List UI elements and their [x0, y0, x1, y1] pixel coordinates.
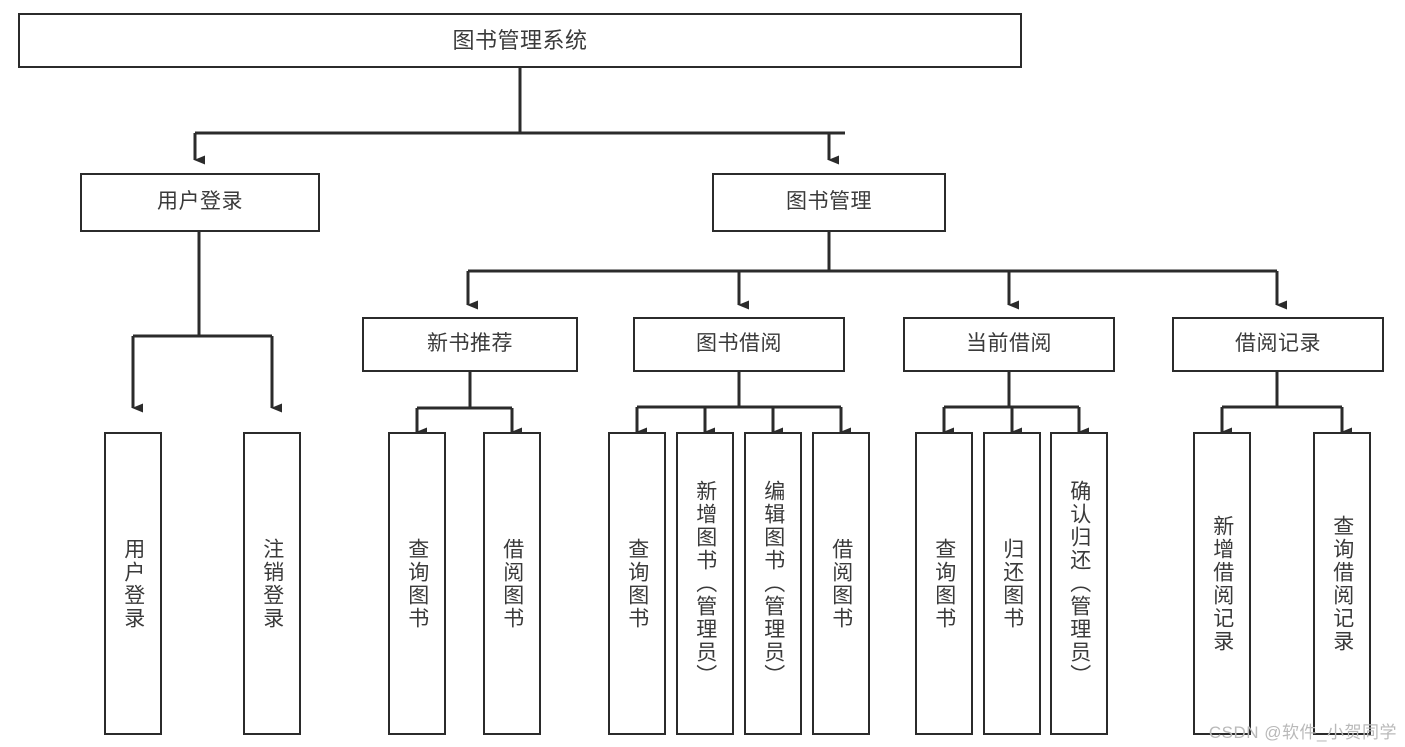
node-label: 查询图书	[625, 537, 649, 630]
node-label: 查询图书	[405, 537, 429, 630]
leaf-current-confirm-return-admin[interactable]: 确认归还（管理员）	[1050, 432, 1108, 735]
leaf-borrow-query-book[interactable]: 查询图书	[608, 432, 666, 735]
leaf-record-query-record[interactable]: 查询借阅记录	[1313, 432, 1371, 735]
node-borrowing-record[interactable]: 借阅记录	[1172, 317, 1384, 372]
leaf-new-book-query[interactable]: 查询图书	[388, 432, 446, 735]
watermark-text: CSDN @软件_小贺同学	[1208, 723, 1397, 742]
node-label: 查询借阅记录	[1330, 514, 1354, 653]
node-root-book-management-system[interactable]: 图书管理系统	[18, 13, 1022, 68]
leaf-current-return-book[interactable]: 归还图书	[983, 432, 1041, 735]
node-label: 图书借阅	[696, 332, 782, 356]
node-label: 编辑图书（管理员）	[761, 480, 785, 687]
node-label: 图书管理系统	[452, 27, 588, 53]
node-book-management[interactable]: 图书管理	[712, 173, 946, 232]
node-label: 归还图书	[1000, 537, 1024, 630]
node-label: 新书推荐	[427, 332, 513, 356]
node-label: 借阅图书	[500, 537, 524, 630]
node-label: 借阅记录	[1235, 332, 1321, 356]
node-label: 新增借阅记录	[1210, 514, 1234, 653]
node-new-book-recommendation[interactable]: 新书推荐	[362, 317, 578, 372]
leaf-borrow-edit-book-admin[interactable]: 编辑图书（管理员）	[744, 432, 802, 735]
node-label: 新增图书（管理员）	[693, 480, 717, 687]
leaf-user-login-logout[interactable]: 注销登录	[243, 432, 301, 735]
node-book-borrowing[interactable]: 图书借阅	[633, 317, 845, 372]
leaf-borrow-borrow-book[interactable]: 借阅图书	[812, 432, 870, 735]
node-label: 当前借阅	[966, 332, 1052, 356]
leaf-current-query-book[interactable]: 查询图书	[915, 432, 973, 735]
node-label: 图书管理	[786, 190, 872, 214]
node-label: 借阅图书	[829, 537, 853, 630]
node-label: 确认归还（管理员）	[1067, 480, 1091, 687]
node-user-login[interactable]: 用户登录	[80, 173, 320, 232]
node-label: 用户登录	[157, 190, 243, 214]
leaf-new-book-borrow[interactable]: 借阅图书	[483, 432, 541, 735]
leaf-user-login-signin[interactable]: 用户登录	[104, 432, 162, 735]
leaf-borrow-add-book-admin[interactable]: 新增图书（管理员）	[676, 432, 734, 735]
node-current-borrowing[interactable]: 当前借阅	[903, 317, 1115, 372]
node-label: 查询图书	[932, 537, 956, 630]
leaf-record-add-record[interactable]: 新增借阅记录	[1193, 432, 1251, 735]
node-label: 注销登录	[260, 537, 284, 630]
node-label: 用户登录	[121, 537, 145, 630]
